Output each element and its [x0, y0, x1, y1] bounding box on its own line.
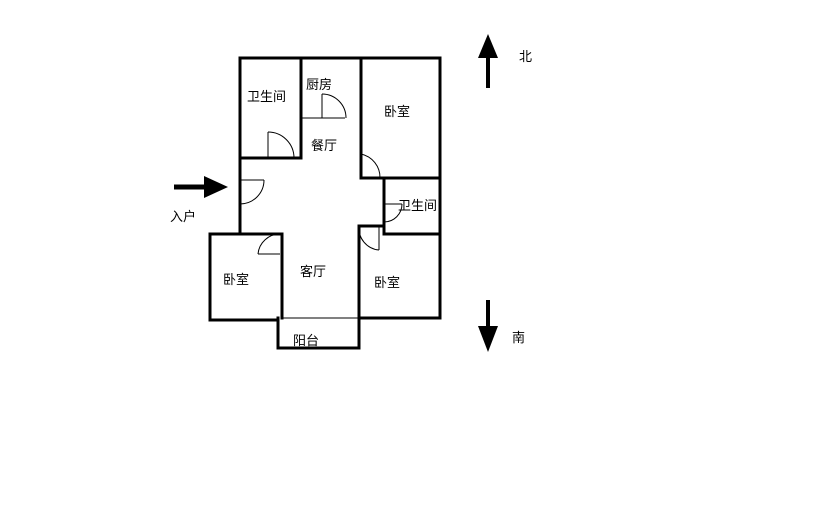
entrance-arrow-icon: [174, 176, 228, 198]
room-label-bedroom-south: 卧室: [374, 275, 400, 291]
south-arrow-icon: [478, 300, 498, 352]
doors: [239, 93, 403, 255]
room-label-dining: 餐厅: [311, 138, 337, 154]
entrance-label: 入户: [170, 209, 196, 225]
room-label-bedroom-north: 卧室: [384, 104, 410, 120]
room-label-bathroom-middle: 卫生间: [398, 199, 437, 214]
south-label: 南: [512, 330, 525, 346]
room-label-living: 客厅: [300, 264, 326, 280]
room-label-balcony: 阳台: [293, 334, 319, 349]
walls: [208, 56, 442, 350]
north-label: 北: [519, 50, 532, 65]
room-label-kitchen: 厨房: [306, 77, 332, 93]
room-label-bathroom-upper-left: 卫生间: [247, 90, 286, 105]
room-label-bedroom-west: 卧室: [223, 272, 249, 288]
north-arrow-icon: [478, 34, 498, 88]
